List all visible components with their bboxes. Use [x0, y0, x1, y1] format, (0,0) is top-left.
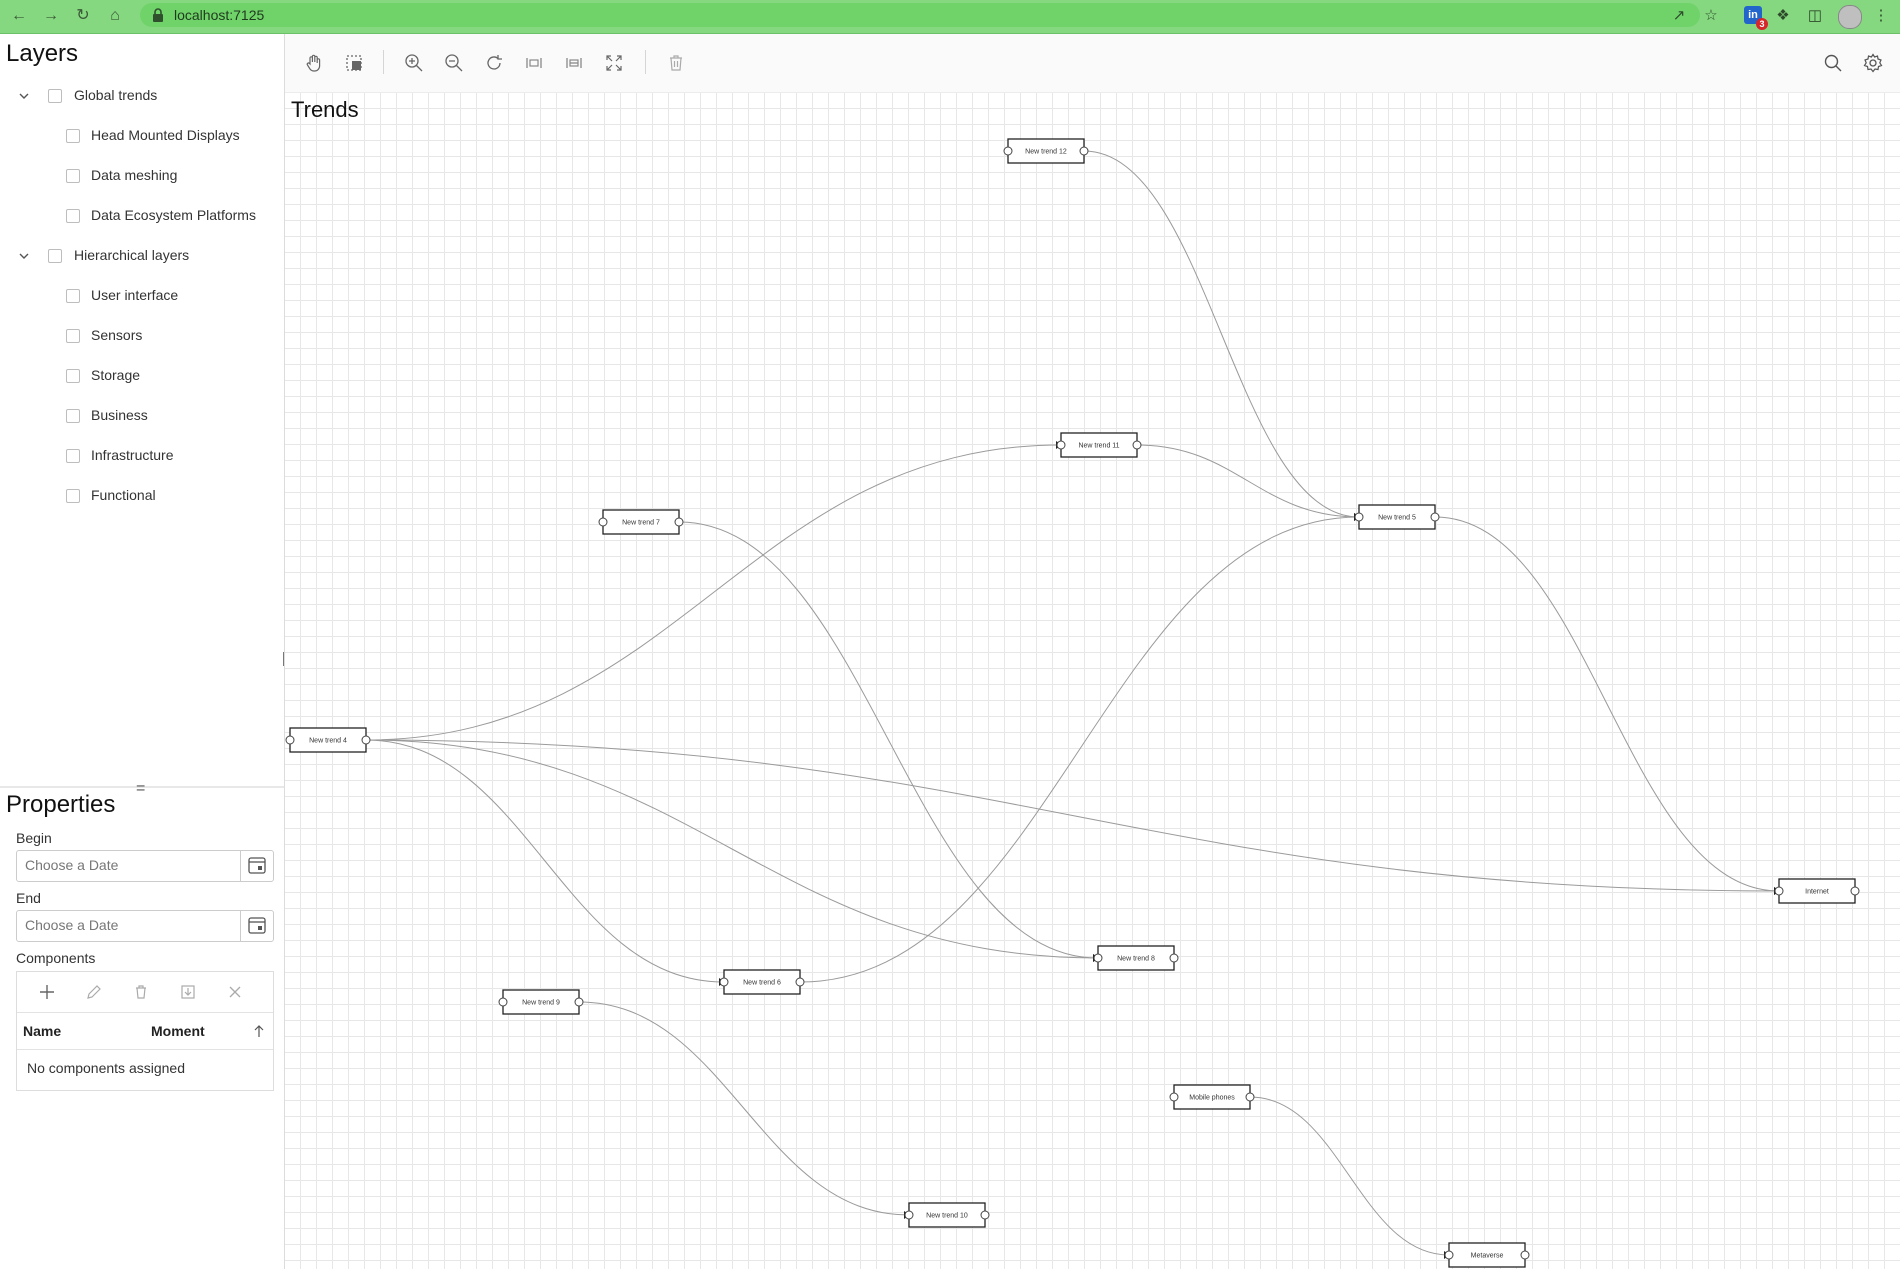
tree-item[interactable]: Business: [0, 404, 284, 428]
profile-avatar[interactable]: [1838, 5, 1862, 29]
begin-date-field: [16, 850, 274, 882]
components-toolbar: [17, 972, 273, 1013]
delete-icon[interactable]: [131, 982, 151, 1002]
checkbox[interactable]: [48, 89, 62, 103]
diagram-canvas[interactable]: [285, 34, 1900, 1269]
toolbar-separator: [645, 50, 646, 74]
sort-arrow-up-icon[interactable]: [253, 1024, 265, 1038]
home-icon[interactable]: ⌂: [110, 7, 120, 24]
tree-item-label: Business: [91, 407, 148, 423]
panel-splitter[interactable]: [0, 786, 284, 788]
tree-item[interactable]: Sensors: [0, 324, 284, 348]
browser-menu-icon[interactable]: ⋮: [1873, 7, 1889, 24]
fullscreen-icon[interactable]: [603, 52, 625, 74]
splitter-handle-icon[interactable]: =: [136, 780, 146, 797]
checkbox[interactable]: [66, 209, 80, 223]
tree-group-hierarchical-layers[interactable]: Hierarchical layers: [0, 244, 284, 268]
extension-badge-count: 3: [1756, 18, 1768, 30]
components-label: Components: [16, 950, 96, 966]
add-icon[interactable]: [37, 982, 57, 1002]
tree-item-label: Infrastructure: [91, 447, 174, 463]
tree-item-label: User interface: [91, 287, 179, 303]
checkbox[interactable]: [66, 489, 80, 503]
tree-item[interactable]: User interface: [0, 284, 284, 308]
end-date-input[interactable]: [17, 911, 251, 939]
column-header-name[interactable]: Name: [23, 1023, 62, 1039]
layers-title: Layers: [6, 40, 79, 67]
end-date-field: [16, 910, 274, 942]
tree-item-label: Data meshing: [91, 167, 178, 183]
tree-item[interactable]: Data meshing: [0, 164, 284, 188]
checkbox[interactable]: [66, 329, 80, 343]
address-bar[interactable]: localhost:7125: [140, 3, 1700, 27]
tree-item[interactable]: Infrastructure: [0, 444, 284, 468]
canvas-title: Trends: [291, 97, 359, 122]
checkbox[interactable]: [48, 249, 62, 263]
tree-item-label: Data Ecosystem Platforms: [91, 207, 256, 223]
tree-group-label: Global trends: [74, 87, 158, 103]
tree-item[interactable]: Storage: [0, 364, 284, 388]
checkbox[interactable]: [66, 409, 80, 423]
extensions-puzzle-icon[interactable]: ❖: [1776, 7, 1790, 24]
end-label: End: [16, 890, 41, 906]
address-url: localhost:7125: [174, 7, 265, 23]
canvas-toolbar: [285, 34, 1900, 93]
bookmark-star-icon[interactable]: ☆: [1704, 7, 1718, 24]
tree-group-global-trends[interactable]: Global trends: [0, 84, 284, 108]
checkbox[interactable]: [66, 129, 80, 143]
lock-icon: [153, 8, 163, 22]
chevron-down-icon[interactable]: [17, 249, 31, 263]
forward-icon[interactable]: →: [43, 7, 59, 24]
reload-icon[interactable]: ↻: [76, 7, 90, 24]
select-icon[interactable]: [343, 52, 365, 74]
column-header-moment[interactable]: Moment: [151, 1023, 205, 1039]
checkbox[interactable]: [66, 449, 80, 463]
end-calendar-button[interactable]: [240, 911, 273, 941]
share-icon[interactable]: ↗: [1672, 7, 1686, 24]
tree-item-label: Storage: [91, 367, 141, 383]
tree-item-label: Sensors: [91, 327, 143, 343]
checkbox[interactable]: [66, 369, 80, 383]
close-icon[interactable]: [225, 982, 245, 1002]
components-empty-message: No components assigned: [27, 1060, 185, 1076]
trash-icon[interactable]: [665, 52, 687, 74]
components-table: Name Moment No components assigned: [16, 971, 274, 1091]
tree-item[interactable]: Functional: [0, 484, 284, 508]
toolbar-separator: [383, 50, 384, 74]
left-panel: Layers Global trends Head Mounted Displa…: [0, 34, 285, 1269]
import-icon[interactable]: [178, 982, 198, 1002]
calendar-icon: [248, 857, 266, 874]
tree-item-label: Head Mounted Displays: [91, 127, 240, 143]
checkbox[interactable]: [66, 289, 80, 303]
begin-calendar-button[interactable]: [240, 851, 273, 881]
search-icon[interactable]: [1822, 52, 1844, 74]
tree-item-label: Functional: [91, 487, 156, 503]
tree-group-label: Hierarchical layers: [74, 247, 190, 263]
zoom-in-icon[interactable]: [403, 52, 425, 74]
calendar-icon: [248, 917, 266, 934]
tree-item[interactable]: Data Ecosystem Platforms: [0, 204, 284, 228]
back-icon[interactable]: ←: [11, 7, 27, 24]
edit-icon[interactable]: [84, 982, 104, 1002]
begin-label: Begin: [16, 830, 52, 846]
tree-item[interactable]: Head Mounted Displays: [0, 124, 284, 148]
refresh-icon[interactable]: [483, 52, 505, 74]
fit-height-icon[interactable]: [563, 52, 585, 74]
components-header-row: Name Moment: [17, 1013, 273, 1050]
fit-width-icon[interactable]: [523, 52, 545, 74]
properties-title: Properties: [6, 791, 116, 818]
zoom-out-icon[interactable]: [443, 52, 465, 74]
sidepanel-icon[interactable]: ◫: [1807, 7, 1823, 24]
settings-icon[interactable]: [1862, 52, 1884, 74]
chevron-down-icon[interactable]: [17, 89, 31, 103]
begin-date-input[interactable]: [17, 851, 251, 879]
checkbox[interactable]: [66, 169, 80, 183]
hand-pan-icon[interactable]: [303, 52, 325, 74]
